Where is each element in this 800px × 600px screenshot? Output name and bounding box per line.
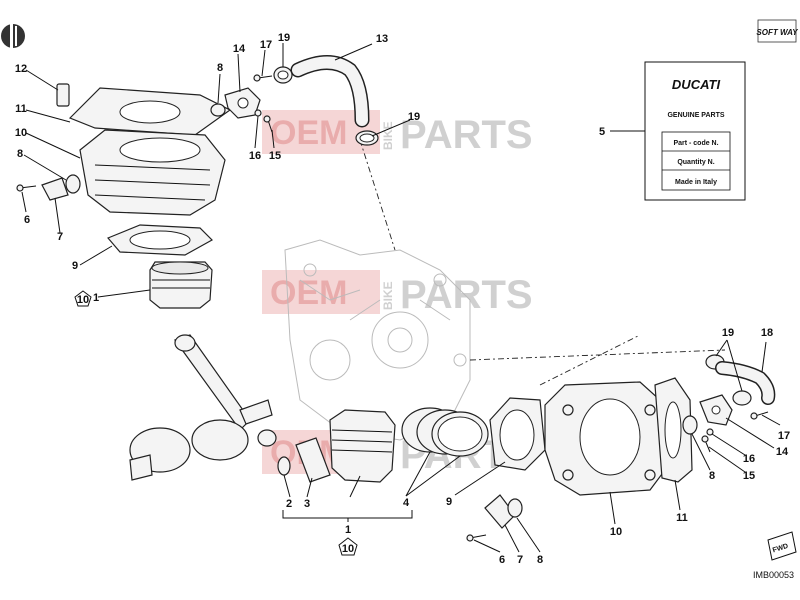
softway-logo: SOFT WAY bbox=[756, 19, 798, 43]
callout-kit-10: 10 bbox=[77, 294, 89, 306]
watermark-text-parts: PARTS bbox=[400, 113, 533, 157]
callout-9: 9 bbox=[446, 496, 452, 508]
callout-3: 3 bbox=[304, 498, 310, 510]
bolt-upper-part bbox=[253, 74, 273, 82]
spacer-bushing-part bbox=[56, 83, 70, 107]
callout-4: 4 bbox=[403, 497, 410, 509]
callout-11: 11 bbox=[676, 512, 688, 524]
callout-19: 19 bbox=[408, 111, 420, 123]
head-gasket-lower-part bbox=[654, 377, 693, 483]
bolt-lower-part bbox=[750, 411, 769, 420]
screw-lower-part bbox=[701, 435, 711, 453]
genuine-parts-card: DUCATI GENUINE PARTS Part - code N. Quan… bbox=[644, 61, 746, 201]
card-heading: GENUINE PARTS bbox=[667, 112, 724, 119]
screw-lower-left-part bbox=[466, 534, 487, 542]
crankshaft-part bbox=[129, 334, 277, 481]
hose-clamp-upper-right-part bbox=[355, 130, 379, 146]
corner-logo-icon bbox=[1, 24, 25, 48]
callout-14: 14 bbox=[776, 446, 789, 458]
callout-16: 16 bbox=[249, 150, 261, 162]
oring-lower-part bbox=[507, 498, 523, 518]
leader-lines bbox=[21, 43, 781, 553]
callout-9: 9 bbox=[72, 260, 78, 272]
callout-2: 2 bbox=[286, 498, 292, 510]
oring-lower-right-part bbox=[682, 415, 698, 435]
callout-1: 1 bbox=[345, 524, 351, 536]
card-row-part-code: Part - code N. bbox=[673, 140, 718, 147]
alignment-line bbox=[359, 139, 396, 251]
base-gasket-upper-part bbox=[107, 224, 213, 256]
callout-15: 15 bbox=[269, 150, 281, 162]
watermark-text-oem: OEM bbox=[270, 274, 347, 312]
callout-16: 16 bbox=[743, 453, 755, 465]
callout-10: 10 bbox=[610, 526, 622, 538]
engine-case-ghost bbox=[284, 239, 471, 441]
piston-rings-part bbox=[401, 407, 489, 457]
callout-17: 17 bbox=[778, 430, 790, 442]
callout-labels: 12 11 10 8 6 7 9 10 1 8 14 17 19 13 19 1… bbox=[15, 32, 790, 566]
callout-19: 19 bbox=[722, 327, 734, 339]
oring-left-part bbox=[65, 174, 81, 194]
alignment-line bbox=[539, 334, 641, 386]
watermark-text-bike: BIKE bbox=[381, 281, 395, 310]
head-gasket-upper-part bbox=[68, 87, 232, 136]
watermark-text-oem: OEM bbox=[270, 114, 347, 152]
callout-19: 19 bbox=[278, 32, 290, 44]
fwd-label: FWD bbox=[772, 543, 789, 555]
base-gasket-lower-part bbox=[489, 397, 546, 471]
callout-11: 11 bbox=[15, 103, 27, 115]
screw-upper-part bbox=[263, 115, 273, 133]
callout-7: 7 bbox=[57, 231, 63, 243]
callout-15: 15 bbox=[743, 470, 755, 482]
washer-upper-part bbox=[254, 109, 262, 117]
callout-8: 8 bbox=[217, 62, 223, 74]
watermark-top: OEM BIKE PARTS bbox=[262, 110, 533, 157]
alignment-line bbox=[469, 349, 726, 361]
callout-17: 17 bbox=[260, 39, 272, 51]
callout-5: 5 bbox=[599, 126, 605, 138]
oring-upper-part bbox=[210, 103, 226, 117]
fwd-direction-icon: FWD bbox=[767, 531, 797, 561]
bracket-left-part bbox=[41, 177, 69, 201]
coolant-hose-upper-part bbox=[290, 55, 370, 128]
piston-upper-part bbox=[149, 261, 213, 309]
cylinder-upper-part bbox=[79, 129, 226, 216]
callout-6: 6 bbox=[499, 554, 505, 566]
callout-8: 8 bbox=[537, 554, 543, 566]
thermostat-flange-upper-part bbox=[224, 87, 261, 119]
callout-8: 8 bbox=[17, 148, 23, 160]
watermark-text-parts: PARTS bbox=[400, 273, 533, 317]
image-code: IMB00053 bbox=[753, 570, 794, 580]
callout-18: 18 bbox=[761, 327, 773, 339]
coolant-hose-lower-part bbox=[715, 361, 776, 405]
cylinder-lower-part bbox=[544, 381, 666, 496]
callout-14: 14 bbox=[233, 43, 246, 55]
softway-logo-text: SOFT WAY bbox=[756, 28, 798, 37]
card-row-quantity: Quantity N. bbox=[677, 159, 714, 166]
callout-kit-10: 10 bbox=[342, 543, 354, 555]
callout-1: 1 bbox=[93, 292, 99, 304]
piston-lower-part bbox=[329, 409, 396, 483]
watermark-text-bike: BIKE bbox=[381, 121, 395, 150]
kit-pentagon-icon bbox=[338, 537, 358, 556]
callout-6: 6 bbox=[24, 214, 30, 226]
callout-13: 13 bbox=[376, 33, 388, 45]
washer-lower-part bbox=[706, 428, 714, 436]
callout-8: 8 bbox=[709, 470, 715, 482]
circlip-lower-part bbox=[277, 456, 291, 476]
card-brand: DUCATI bbox=[672, 77, 721, 92]
thermostat-flange-lower-part bbox=[699, 394, 733, 426]
gudgeon-pin-part bbox=[295, 437, 331, 483]
card-row-origin: Made in Italy bbox=[675, 179, 717, 186]
kit-pentagon-icon bbox=[74, 290, 92, 307]
watermark-middle: OEM BIKE PARTS bbox=[262, 270, 533, 317]
callout-10: 10 bbox=[15, 127, 27, 139]
callout-7: 7 bbox=[517, 554, 523, 566]
screw-left-part bbox=[16, 184, 37, 192]
hose-clamp-upper-part bbox=[273, 66, 293, 84]
callout-12: 12 bbox=[15, 63, 27, 75]
